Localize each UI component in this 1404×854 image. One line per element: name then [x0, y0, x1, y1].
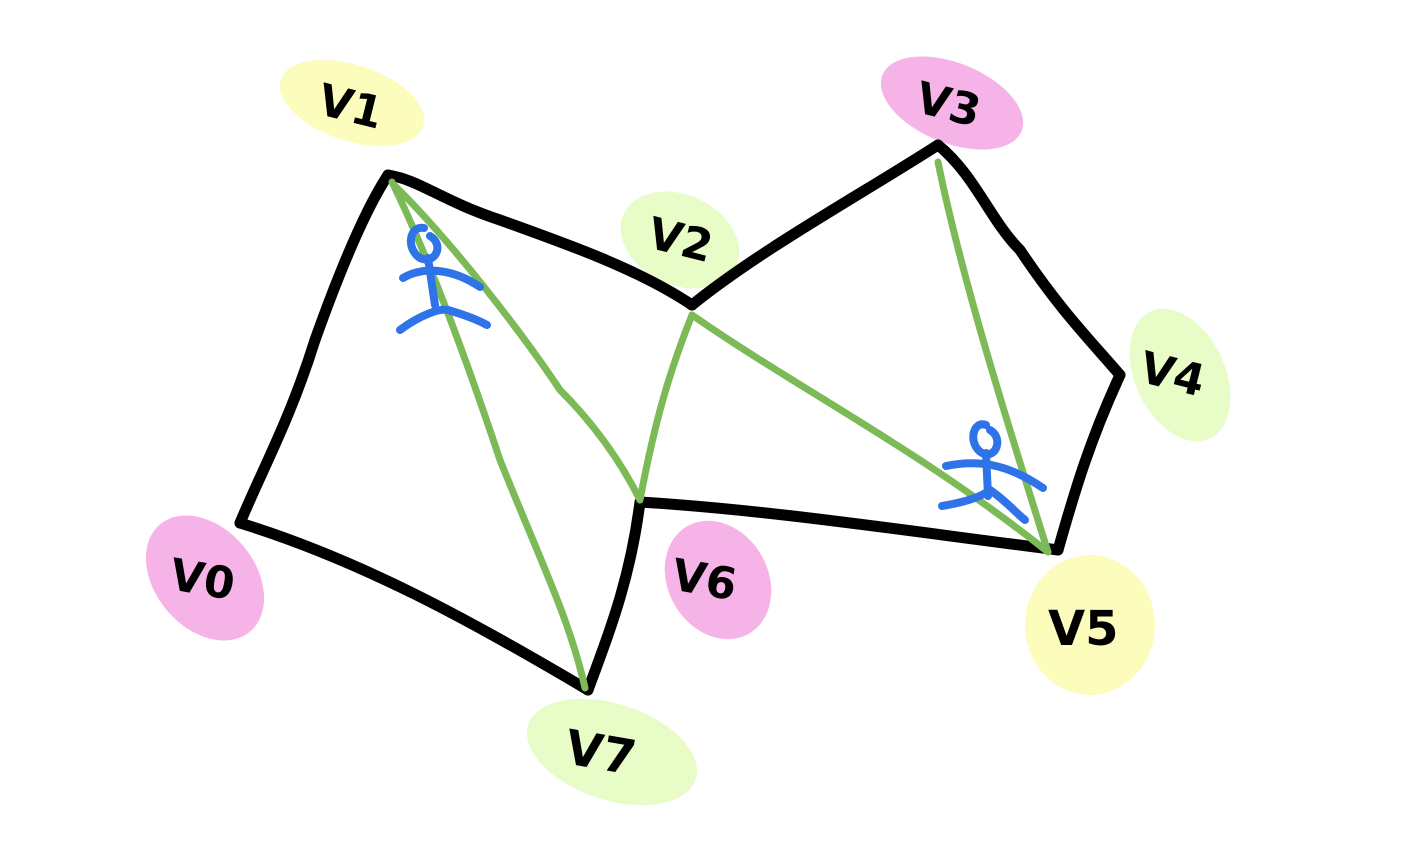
edge-v2-v5	[688, 311, 1052, 556]
v7-label: V7	[561, 719, 640, 786]
v5-label: V5	[1048, 601, 1119, 657]
edge-v3-v4	[932, 139, 1126, 381]
v5-highlight	[1025, 555, 1155, 695]
edge-v2-v6	[636, 311, 696, 504]
v4-highlight	[1129, 308, 1231, 442]
edge-v6-v7	[582, 496, 646, 696]
stick-figure-icon	[396, 223, 491, 334]
edge-v4-v5	[1052, 369, 1126, 556]
edge-v1-v2	[382, 169, 698, 311]
agent-a	[396, 223, 491, 334]
v0-label: V0	[166, 549, 239, 610]
v6-label: V6	[668, 550, 741, 611]
outline-edges	[234, 139, 1126, 696]
v7-highlight	[527, 698, 697, 806]
edge-v1-v6	[391, 182, 644, 504]
v0-highlight	[145, 515, 265, 641]
edge-v5-v6	[634, 496, 1064, 556]
v2-highlight	[620, 191, 740, 289]
edge-v7-v0	[234, 517, 594, 696]
agent-b	[938, 420, 1047, 524]
v6-highlight	[664, 520, 772, 640]
v1-highlight	[279, 60, 425, 146]
edge-v3-v5	[934, 158, 1052, 556]
vertex-highlights	[145, 56, 1231, 806]
edge-v2-v3	[686, 139, 944, 311]
v3-highlight	[880, 56, 1024, 150]
edge-v0-v1	[234, 169, 394, 529]
stick-figure-icon	[938, 420, 1047, 524]
